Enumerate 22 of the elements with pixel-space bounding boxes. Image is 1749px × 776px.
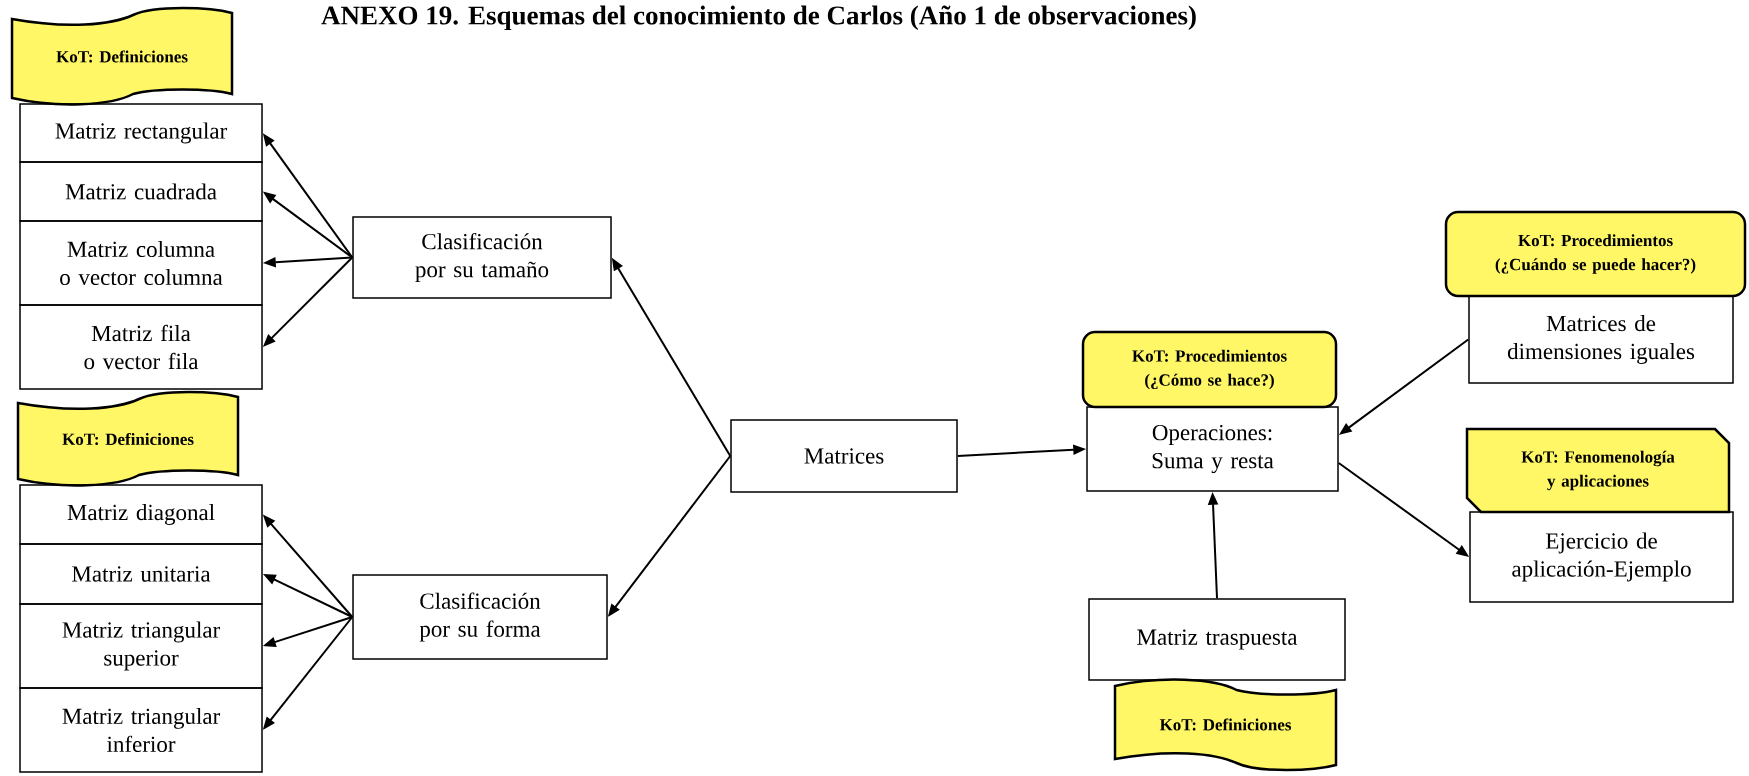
banner: KoT: Definiciones [16,390,240,487]
banner: KoT: Definiciones [10,6,234,106]
concept-box: Matrices [730,419,958,493]
concept-box: Matriz triangular superior [19,603,263,689]
banner: KoT: Definiciones [1113,678,1338,772]
concept-box: Ejercicio de aplicación-Ejemplo [1469,511,1734,603]
banner: KoT: Fenomenología y aplicaciones [1465,427,1731,514]
banner: KoT: Procedimientos (¿Cómo se hace?) [1081,330,1338,409]
concept-box: Matriz traspuesta [1088,598,1346,681]
concept-box: Matrices de dimensiones iguales [1468,295,1734,384]
concept-box: Matriz cuadrada [19,161,263,222]
title: ANEXO 19. Esquemas del conocimiento de Carlos (Año 1 de observaciones) [321,5,1196,31]
concept-box: Matriz diagonal [19,484,263,545]
concept-box: Clasificación por su tamaño [352,216,612,299]
concept-box: Clasificación por su forma [352,574,608,660]
concept-box: Matriz fila o vector fila [19,304,263,390]
concept-box: Matriz columna o vector columna [19,220,263,306]
banner: KoT: Procedimientos (¿Cuándo se puede hacer?) [1444,210,1747,298]
concept-box: Matriz triangular inferior [19,687,263,773]
concept-box: Matriz unitaria [19,543,263,605]
concept-box: Matriz rectangular [19,103,263,163]
concept-box: Operaciones: Suma y resta [1086,406,1339,492]
